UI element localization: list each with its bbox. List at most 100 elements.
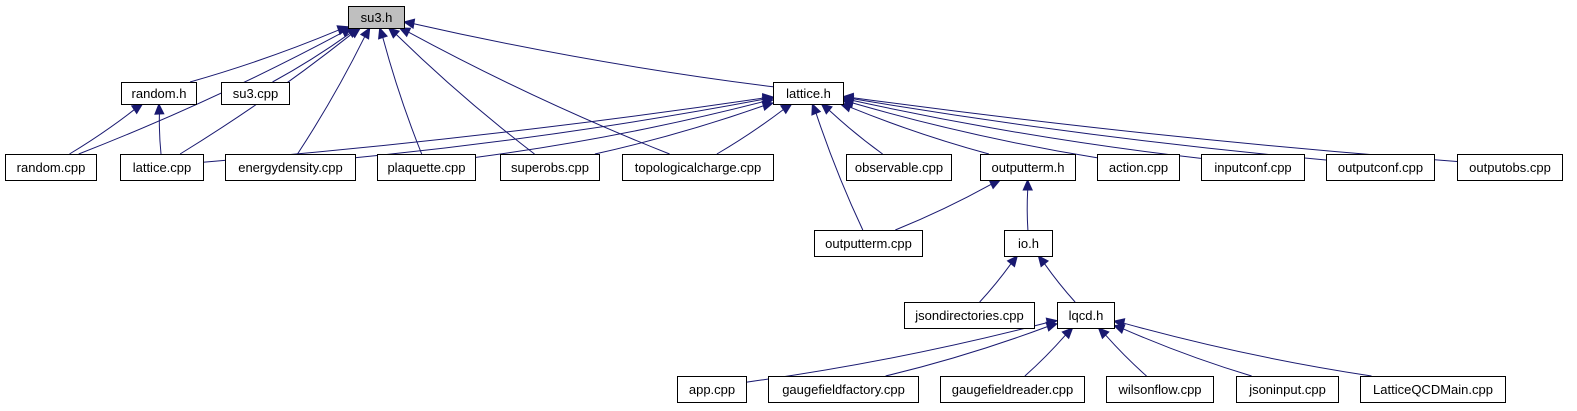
edge-superobs_cpp-to-lattice_h (594, 100, 775, 155)
node-outputobs-cpp[interactable]: outputobs.cpp (1457, 154, 1563, 181)
node-observable-cpp[interactable]: observable.cpp (846, 154, 952, 181)
edge-random_h-to-su3_h (189, 25, 350, 83)
edge-random_cpp-to-su3_h (78, 27, 354, 155)
node-box[interactable] (846, 154, 952, 181)
node-jsoninput-cpp[interactable]: jsoninput.cpp (1236, 376, 1339, 403)
node-random-h[interactable]: random.h (121, 82, 197, 105)
node-box[interactable] (1457, 154, 1563, 181)
node-wilsonflow-cpp[interactable]: wilsonflow.cpp (1106, 376, 1214, 403)
node-gaugefieldreader-cpp[interactable]: gaugefieldreader.cpp (940, 376, 1085, 403)
node-box[interactable] (940, 376, 1085, 403)
node-box[interactable] (904, 302, 1035, 329)
node-label: wilsonflow.cpp (1117, 382, 1201, 397)
node-box[interactable] (225, 154, 356, 181)
node-superobs-cpp[interactable]: superobs.cpp (500, 154, 600, 181)
edge-line (413, 23, 774, 88)
node-plaquette-cpp[interactable]: plaquette.cpp (377, 154, 476, 181)
edge-line (297, 36, 366, 155)
node-box[interactable] (1360, 376, 1506, 403)
edge-line (1044, 263, 1076, 303)
edge-line (594, 105, 764, 155)
arrowhead (811, 102, 822, 116)
edge-line (354, 98, 764, 159)
node-label: app.cpp (689, 382, 735, 397)
node-app-cpp[interactable]: app.cpp (677, 376, 747, 403)
node-box[interactable] (773, 82, 844, 105)
node-box[interactable] (1236, 376, 1339, 403)
node-box[interactable] (121, 82, 197, 105)
node-io-h[interactable]: io.h (1004, 230, 1053, 257)
edge-energydensity_cpp-to-su3_h (297, 26, 371, 155)
node-box[interactable] (1326, 154, 1435, 181)
arrowhead (1097, 327, 1110, 340)
node-label: superobs.cpp (511, 160, 589, 175)
node-su3-h[interactable]: su3.h (348, 6, 405, 29)
arrowhead (387, 27, 401, 39)
edge-gaugefieldfactory_cpp-to-lqcd_h (885, 321, 1059, 377)
node-box[interactable] (677, 376, 747, 403)
node-outputconf-cpp[interactable]: outputconf.cpp (1326, 154, 1435, 181)
node-box[interactable] (348, 6, 405, 29)
edge-line (852, 100, 1202, 159)
node-box[interactable] (377, 154, 476, 181)
node-lattice-h[interactable]: lattice.h (773, 82, 844, 105)
arrowhead (820, 103, 833, 115)
arrowhead (761, 100, 775, 111)
node-random-cpp[interactable]: random.cpp (5, 154, 97, 181)
arrowhead (988, 179, 1002, 190)
edge-line (202, 97, 764, 163)
arrowhead (1112, 318, 1126, 329)
edge-outputterm_cpp-to-lattice_h (811, 102, 864, 231)
edge-gaugefieldreader_cpp-to-lqcd_h (1024, 327, 1074, 377)
edge-topologicalcharge_cpp-to-su3_h (398, 27, 670, 155)
node-topologicalcharge-cpp[interactable]: topologicalcharge.cpp (622, 154, 774, 181)
node-inputconf-cpp[interactable]: inputconf.cpp (1201, 154, 1305, 181)
edge-plaquette_cpp-to-lattice_h (474, 96, 775, 158)
edge-random_cpp-to-random_h (69, 103, 144, 155)
edge-lattice_cpp-to-random_h (154, 102, 165, 155)
node-box[interactable] (814, 230, 923, 257)
arrowhead (154, 102, 165, 115)
node-label: jsondirectories.cpp (914, 308, 1023, 323)
edge-line (1123, 322, 1372, 377)
edge-line (828, 109, 883, 155)
node-box[interactable] (1106, 376, 1214, 403)
node-box[interactable] (1201, 154, 1305, 181)
edge-line (474, 101, 764, 158)
edge-line (408, 31, 670, 155)
node-label: lattice.h (786, 86, 831, 101)
edge-line (189, 29, 339, 83)
node-box[interactable] (622, 154, 774, 181)
node-box[interactable] (5, 154, 97, 181)
node-box[interactable] (1057, 302, 1115, 329)
node-label: action.cpp (1109, 160, 1168, 175)
node-latticeqcdmain-cpp[interactable]: LatticeQCDMain.cpp (1360, 376, 1506, 403)
node-box[interactable] (500, 154, 600, 181)
edge-inputconf_cpp-to-lattice_h (841, 95, 1202, 159)
arrowhead (1045, 321, 1059, 332)
node-gaugefieldfactory-cpp[interactable]: gaugefieldfactory.cpp (768, 376, 919, 403)
node-box[interactable] (120, 154, 204, 181)
node-box[interactable] (980, 154, 1076, 181)
edge-topologicalcharge_cpp-to-lattice_h (716, 103, 793, 155)
node-outputterm-cpp[interactable]: outputterm.cpp (814, 230, 923, 257)
node-label: lqcd.h (1069, 308, 1104, 323)
node-box[interactable] (1004, 230, 1053, 257)
node-action-cpp[interactable]: action.cpp (1097, 154, 1180, 181)
node-jsondirectories-cpp[interactable]: jsondirectories.cpp (904, 302, 1035, 329)
node-box[interactable] (1097, 154, 1180, 181)
edge-superobs_cpp-to-su3_h (387, 27, 535, 155)
node-lqcd-h[interactable]: lqcd.h (1057, 302, 1115, 329)
node-box[interactable] (221, 82, 290, 105)
arrowhead (1061, 327, 1074, 340)
node-energydensity-cpp[interactable]: energydensity.cpp (225, 154, 356, 181)
node-lattice-cpp[interactable]: lattice.cpp (120, 154, 204, 181)
edge-line (1026, 189, 1029, 231)
node-outputterm-h[interactable]: outputterm.h (980, 154, 1076, 181)
node-label: random.h (132, 86, 187, 101)
node-su3-cpp[interactable]: su3.cpp (221, 82, 290, 105)
node-box[interactable] (768, 376, 919, 403)
edge-latticeqcdmain_cpp-to-lqcd_h (1112, 318, 1372, 377)
arrowhead (402, 18, 416, 29)
edge-outputterm_h-to-lattice_h (839, 102, 990, 155)
